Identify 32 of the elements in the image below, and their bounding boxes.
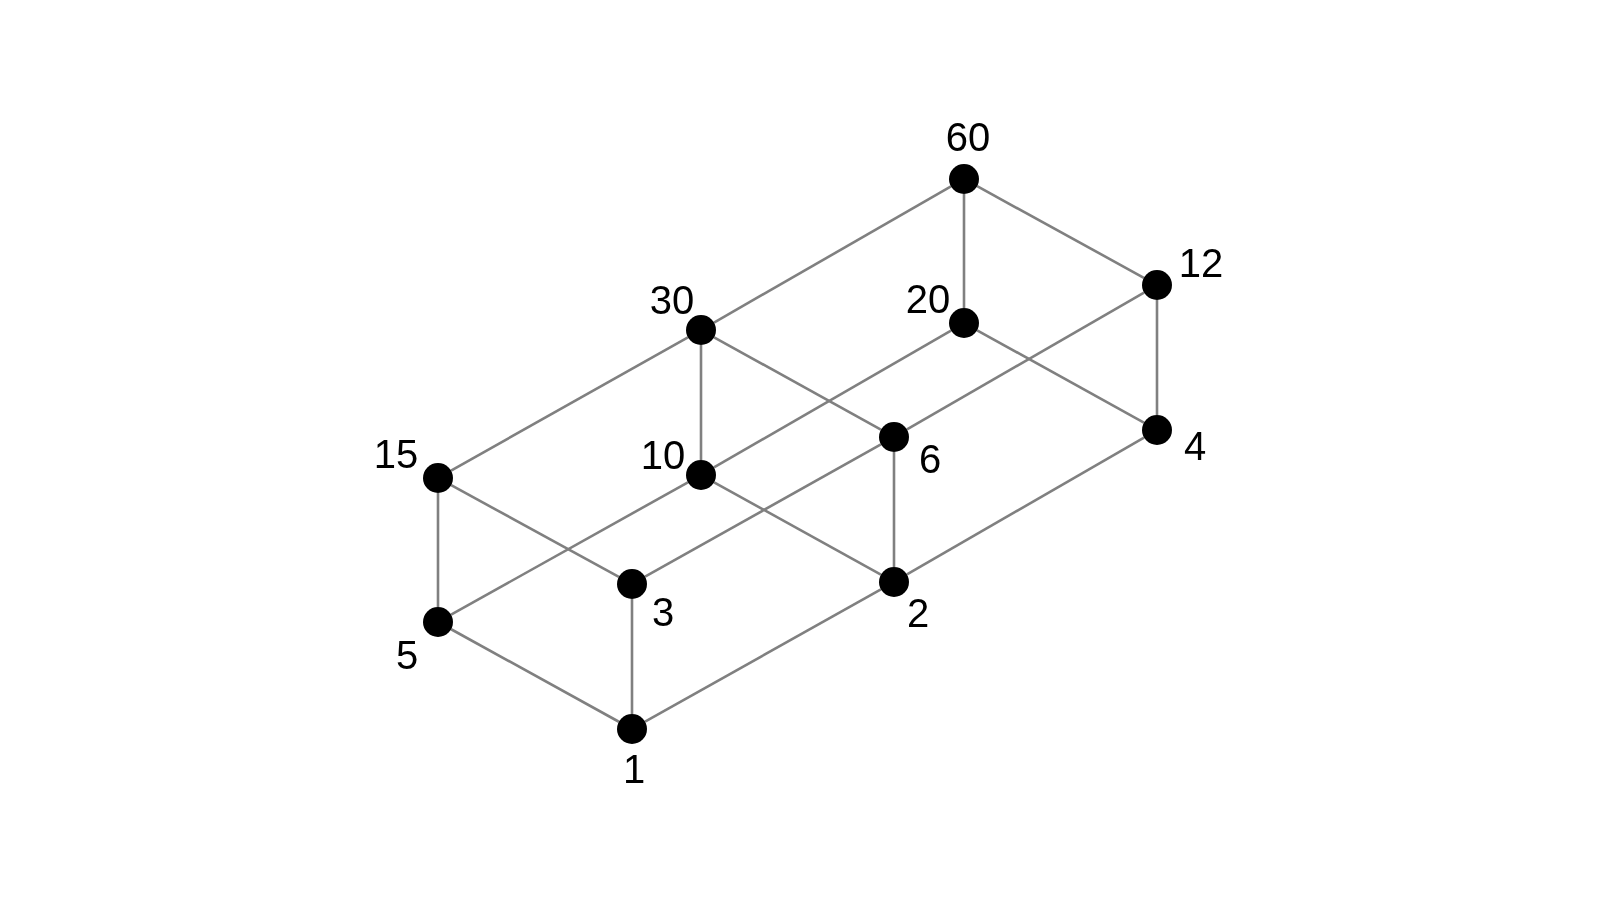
vertex-label: 12 bbox=[1178, 243, 1224, 283]
vertex-label: 1 bbox=[622, 749, 646, 789]
vertex-label: 2 bbox=[906, 593, 930, 633]
connector-line bbox=[450, 484, 620, 578]
connector-line bbox=[644, 443, 882, 578]
connector-line bbox=[713, 185, 952, 324]
connector-line bbox=[962, 194, 966, 308]
connector-line bbox=[450, 628, 620, 723]
vertex-label: 5 bbox=[395, 635, 419, 675]
connector-line bbox=[906, 291, 1145, 431]
connector-line bbox=[906, 436, 1145, 576]
connector-line bbox=[976, 329, 1145, 424]
connector-line bbox=[450, 336, 689, 472]
connector-line bbox=[713, 336, 882, 431]
vertex-label: 30 bbox=[649, 280, 695, 320]
connector-line bbox=[630, 599, 634, 714]
connector-line bbox=[699, 345, 703, 460]
connector-line bbox=[1155, 300, 1159, 415]
vertex-label: 10 bbox=[640, 435, 686, 475]
connector-line bbox=[644, 588, 882, 723]
vertex-label: 3 bbox=[651, 592, 675, 632]
connector-line bbox=[713, 481, 882, 576]
connector-line bbox=[713, 329, 952, 469]
vertex-label: 15 bbox=[373, 434, 419, 474]
connector-line bbox=[976, 185, 1145, 279]
vertex-label: 6 bbox=[918, 439, 942, 479]
vertex-label: 60 bbox=[945, 117, 991, 157]
connector-line bbox=[436, 493, 440, 607]
vertex-label: 20 bbox=[905, 279, 951, 319]
vertex-label: 4 bbox=[1183, 426, 1207, 466]
connector-line bbox=[892, 452, 896, 567]
connector-line bbox=[450, 481, 689, 616]
